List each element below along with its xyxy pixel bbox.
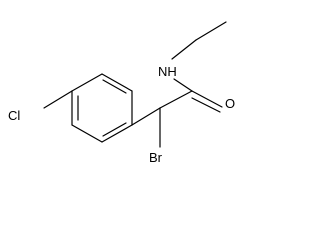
nitrogen-ethyl-bond (171, 39, 197, 60)
ring-alpha-carbon-bond (131, 107, 161, 126)
ring-bond-4 (71, 124, 103, 143)
chlorine-bond (43, 90, 73, 109)
ring-double-bond-2 (102, 122, 127, 137)
ring-bond-3 (101, 124, 133, 143)
bromine-label: Br (149, 150, 163, 165)
ring-bond-1 (101, 73, 133, 92)
carbonyl-double-bond-outer (191, 90, 223, 108)
carbonyl-double-bond-inner (191, 97, 221, 113)
chlorine-label: Cl (8, 108, 20, 123)
ethyl-bond (195, 21, 227, 41)
ring-double-bond-1 (102, 79, 127, 94)
oxygen-label: O (225, 96, 235, 111)
alpha-carbonyl-bond (159, 90, 193, 109)
carbonyl-nitrogen-bond (173, 78, 193, 92)
benzene-ring (71, 73, 133, 143)
chemical-structure: Cl Br NH O (8, 21, 235, 165)
ring-bond-6 (71, 73, 103, 92)
nitrogen-label: NH (158, 64, 177, 79)
